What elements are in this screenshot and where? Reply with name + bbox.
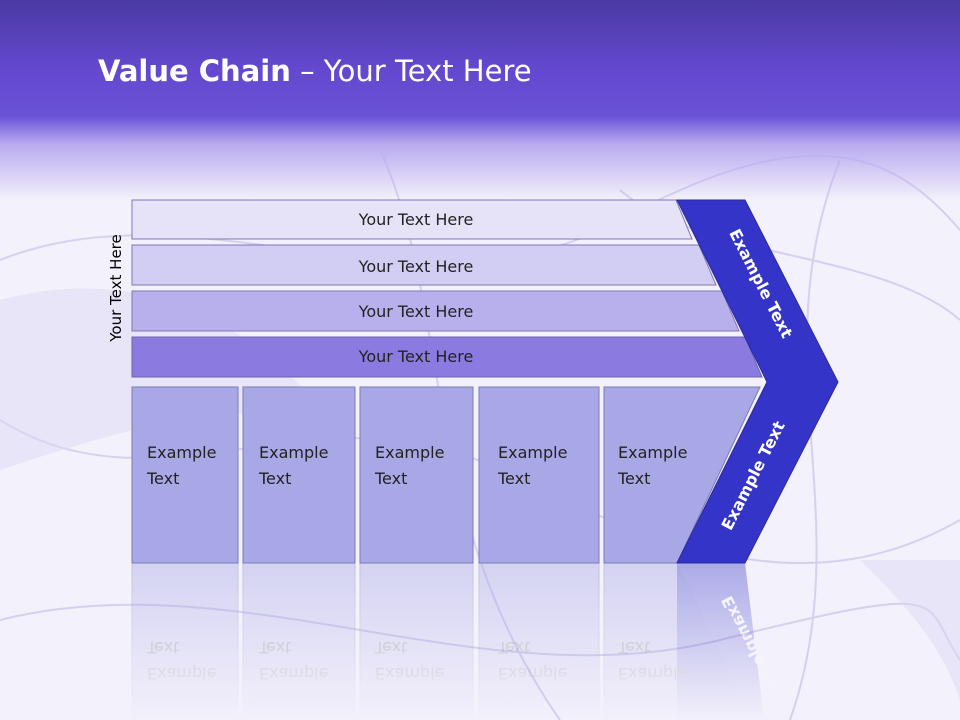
column-3-line1: Example bbox=[375, 443, 444, 462]
page-title: Value Chain – Your Text Here bbox=[98, 54, 532, 88]
svg-text:Text: Text bbox=[497, 638, 530, 657]
title-bold: Value Chain bbox=[98, 54, 291, 88]
svg-text:Example: Example bbox=[618, 664, 687, 683]
column-1 bbox=[131, 386, 239, 564]
row-1-label: Your Text Here bbox=[358, 210, 474, 229]
svg-text:Example: Example bbox=[375, 664, 444, 683]
column-2-line2: Text bbox=[258, 469, 291, 488]
column-2-line1: Example bbox=[259, 443, 328, 462]
column-5-line1: Example bbox=[618, 443, 687, 462]
svg-text:Text: Text bbox=[374, 638, 407, 657]
svg-text:Example: Example bbox=[259, 664, 328, 683]
column-5-line2: Text bbox=[617, 469, 650, 488]
column-3 bbox=[359, 386, 474, 564]
svg-text:Text: Text bbox=[258, 638, 291, 657]
header-bar bbox=[0, 0, 960, 200]
column-4 bbox=[478, 386, 600, 564]
diagram-reflection: Example Text Example Text Example Text E… bbox=[131, 562, 789, 720]
svg-text:Text: Text bbox=[617, 638, 650, 657]
column-4-line1: Example bbox=[498, 443, 567, 462]
title-rest: – Your Text Here bbox=[290, 54, 532, 88]
svg-text:Example: Example bbox=[147, 664, 216, 683]
row-3 bbox=[131, 290, 740, 332]
row-4 bbox=[131, 336, 763, 378]
column-1-line1: Example bbox=[147, 443, 216, 462]
svg-text:Text: Text bbox=[146, 638, 179, 657]
chevron-arrow bbox=[676, 199, 839, 564]
row-1 bbox=[131, 199, 693, 240]
column-1-line2: Text bbox=[146, 469, 179, 488]
row-4-label: Your Text Here bbox=[358, 347, 474, 366]
svg-text:Example: Example bbox=[498, 664, 567, 683]
row-2-label: Your Text Here bbox=[358, 257, 474, 276]
row-3-label: Your Text Here bbox=[358, 302, 474, 321]
column-3-line2: Text bbox=[374, 469, 407, 488]
column-2 bbox=[242, 386, 356, 564]
row-2 bbox=[131, 244, 717, 286]
column-4-line2: Text bbox=[497, 469, 530, 488]
